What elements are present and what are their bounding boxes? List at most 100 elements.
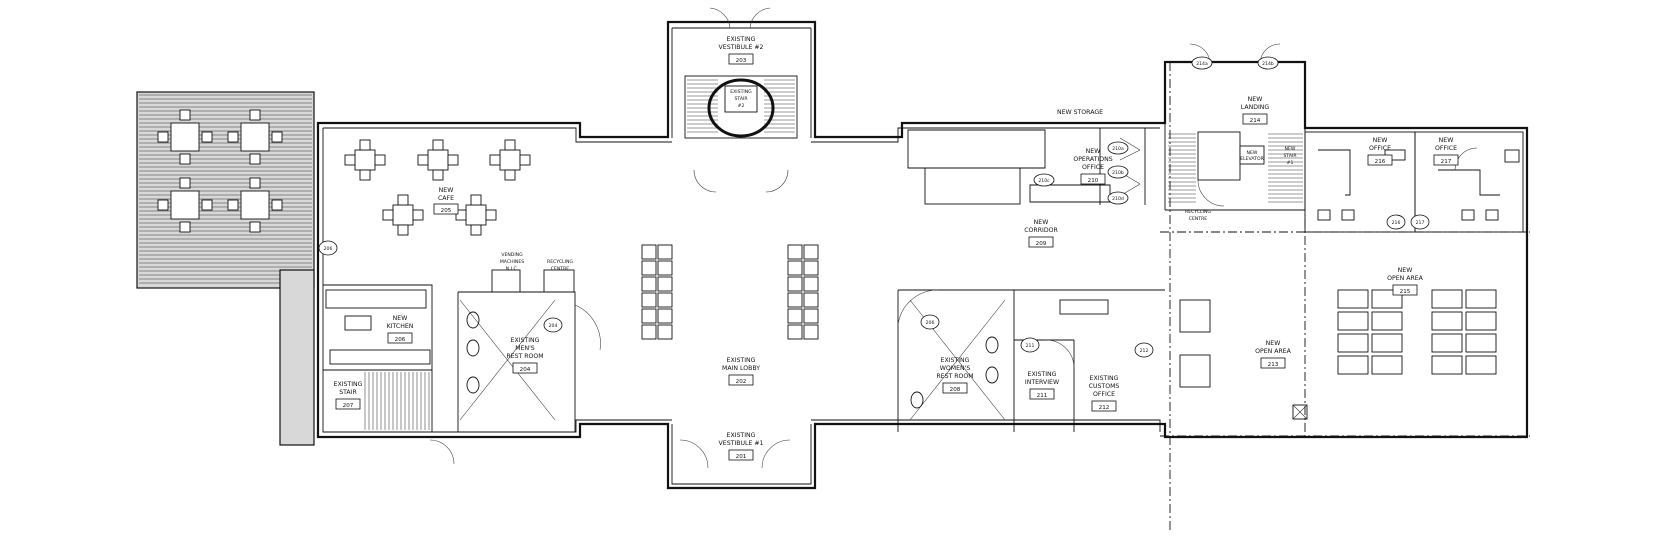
stair-2 [684,75,798,139]
kitchen [323,284,433,432]
mens-restroom [457,269,601,432]
svg-text:CAFE: CAFE [438,195,454,202]
door-tag-204: 204 [543,317,563,333]
door-tag-206: 206 [318,240,338,256]
label-cafe: NEW CAFE 205 [433,187,459,215]
svg-text:NEW: NEW [439,187,454,194]
svg-text:OFFICE: OFFICE [1093,391,1115,398]
svg-text:210d: 210d [1112,196,1124,202]
workstation [1371,333,1403,353]
svg-text:203: 203 [736,58,747,64]
svg-text:MAIN LOBBY: MAIN LOBBY [722,365,760,372]
scope-boundaries [1160,62,1530,530]
svg-text:EXISTING: EXISTING [511,337,540,344]
svg-text:ELEVATOR: ELEVATOR [1240,156,1264,162]
lobby-seat [657,244,673,260]
workstation [1431,333,1463,353]
svg-text:212: 212 [1099,405,1110,411]
svg-text:206: 206 [324,246,333,252]
svg-text:201: 201 [736,454,747,460]
door-tag-208: 206 [920,314,940,330]
svg-text:206: 206 [395,337,406,343]
svg-text:#1: #1 [1287,160,1294,166]
svg-text:REST ROOM: REST ROOM [506,353,543,360]
lobby-seat [641,292,657,308]
lobby-seat [641,244,657,260]
label-storage: NEW STORAGE [1057,109,1103,116]
label-mens: EXISTING MEN'S REST ROOM 204 [506,337,544,374]
door-tag-210b: 210b [1107,165,1129,179]
workstation [1337,289,1369,309]
label-open-area-215: NEW OPEN AREA 215 [1387,267,1424,296]
svg-text:206: 206 [926,320,935,326]
svg-text:214: 214 [1250,118,1261,124]
womens-interview-customs [897,289,1211,432]
svg-text:NEW: NEW [393,315,408,322]
open-area-workstations [1337,289,1497,375]
label-recycling-left: RECYCLING CENTRE [547,259,573,272]
storage-operations [907,128,1146,205]
svg-text:215: 215 [1400,289,1411,295]
svg-text:210a: 210a [1112,146,1124,152]
svg-text:217: 217 [1416,220,1425,226]
workstation [1371,355,1403,375]
svg-text:205: 205 [441,208,452,214]
building-outline [316,20,1529,490]
svg-text:NEW: NEW [1439,137,1454,144]
patio-table [157,109,213,165]
label-customs: EXISTING CUSTOMS OFFICE 212 [1089,375,1119,412]
lobby-seat [787,324,803,340]
label-open-area-213: NEW OPEN AREA 213 [1255,340,1292,369]
lobby-seat [803,324,819,340]
svg-text:NEW: NEW [1266,340,1281,347]
lobby-seat [657,292,673,308]
svg-text:MACHINES: MACHINES [500,259,524,265]
svg-text:REST ROOM: REST ROOM [936,373,973,380]
svg-text:OPEN AREA: OPEN AREA [1255,348,1292,355]
svg-text:STAIR: STAIR [1283,153,1297,159]
lobby-seat [787,308,803,324]
svg-text:#2: #2 [738,103,745,109]
svg-text:210c: 210c [1038,178,1050,184]
workstation [1431,355,1463,375]
svg-text:KITCHEN: KITCHEN [387,323,414,330]
label-stair-2: EXISTING STAIR #2 [730,89,752,109]
patio-table [157,177,213,233]
cafe-table [417,139,459,181]
svg-text:216: 216 [1375,159,1386,165]
label-operations: NEW OPERATIONS OFFICE 210 [1073,148,1113,185]
svg-text:204: 204 [549,323,558,329]
lobby-seat [803,260,819,276]
svg-text:EXISTING: EXISTING [334,381,363,388]
door-tag-211: 211 [1020,337,1040,353]
svg-text:CENTRE: CENTRE [1189,216,1208,222]
cafe-table [344,139,386,181]
svg-text:CENTRE: CENTRE [551,266,570,272]
lobby-seat [657,260,673,276]
svg-text:210: 210 [1088,178,1099,184]
svg-text:207: 207 [343,403,354,409]
svg-text:EXISTING: EXISTING [727,36,756,43]
svg-text:NEW: NEW [1373,137,1388,144]
workstation [1465,289,1497,309]
door-tag-214a: 214a [1191,56,1213,70]
label-corridor: NEW CORRIDOR 209 [1024,219,1058,248]
svg-text:CORRIDOR: CORRIDOR [1024,227,1058,234]
landing-stair1 [1164,62,1306,211]
patio-table [227,177,283,233]
svg-text:EXISTING: EXISTING [1028,371,1057,378]
label-vestibule-2: EXISTING VESTIBULE #2 203 [719,36,764,65]
svg-text:LANDING: LANDING [1241,104,1270,111]
svg-text:NEW: NEW [1086,148,1101,155]
lobby-seat [657,308,673,324]
label-lobby: EXISTING MAIN LOBBY 202 [722,357,760,386]
workstation [1431,311,1463,331]
lobby-seat [641,260,657,276]
label-interview: EXISTING INTERVIEW 211 [1025,371,1059,400]
workstation [1465,333,1497,353]
label-elevator: NEW ELEVATOR [1239,145,1265,165]
lobby-seat [657,324,673,340]
lobby-seating [641,244,819,340]
label-womens: EXISTING WOMEN'S REST ROOM 208 [936,357,974,394]
door-tag-216: 216 [1386,214,1406,230]
